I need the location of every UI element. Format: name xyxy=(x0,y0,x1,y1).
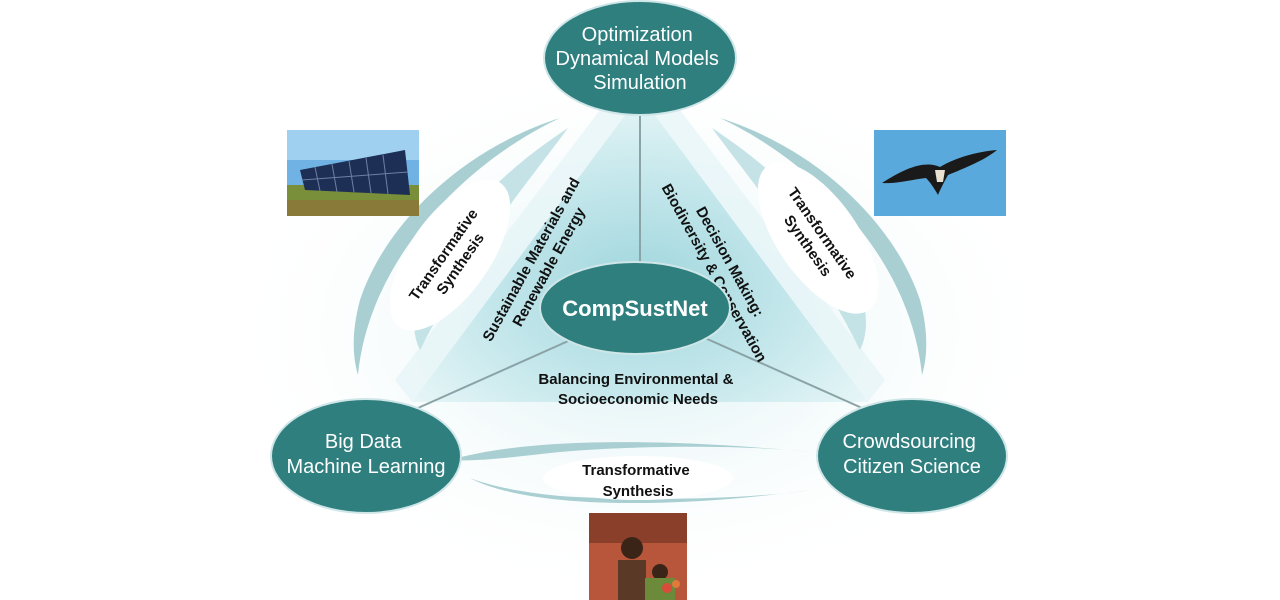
svg-text:Optimization Dynamical M: Optimization Dynamical Models Simulation xyxy=(556,24,725,94)
node-right: Crowdsourcing Citizen Science xyxy=(816,398,1008,514)
triangle-glow-right xyxy=(640,95,885,402)
node-center: CompSustNet xyxy=(539,261,731,355)
node-left: Big Data Machine Learning xyxy=(270,398,462,514)
right-synthesis-arrow-outer xyxy=(720,118,927,375)
svg-text:Big Data Machine Learnin: Big Data Machine Learning xyxy=(287,431,446,478)
node-top: Optimization Dynamical Models Simulation xyxy=(543,0,737,116)
right-synthesis-backdrop xyxy=(757,162,879,314)
bottom-synthesis-arrow-bottom xyxy=(470,478,810,504)
bottom-side-label: Balancing Environmental & Socioeconomic … xyxy=(538,371,737,408)
line-center-left xyxy=(417,337,576,409)
condor-photo xyxy=(874,130,1006,216)
right-synthesis-arrow-inner xyxy=(712,128,866,350)
left-synthesis-arrow-outer xyxy=(353,118,560,375)
bottom-synthesis-backdrop xyxy=(543,456,733,500)
left-synthesis-arrow-inner xyxy=(414,128,568,350)
people-photo xyxy=(589,513,687,600)
svg-text:CompSustNet: CompSustNet xyxy=(562,296,708,321)
left-synthesis-backdrop xyxy=(389,179,511,331)
triangle-glow-left xyxy=(395,95,640,402)
svg-text:Crowdsourcing Citizen Sc: Crowdsourcing Citizen Science xyxy=(843,431,982,478)
line-center-right xyxy=(704,337,863,409)
solar-panels-photo xyxy=(287,130,419,216)
bottom-synthesis-arrow-top xyxy=(450,442,810,461)
bottom-synthesis-label: Transformative Synthesis xyxy=(582,462,694,500)
